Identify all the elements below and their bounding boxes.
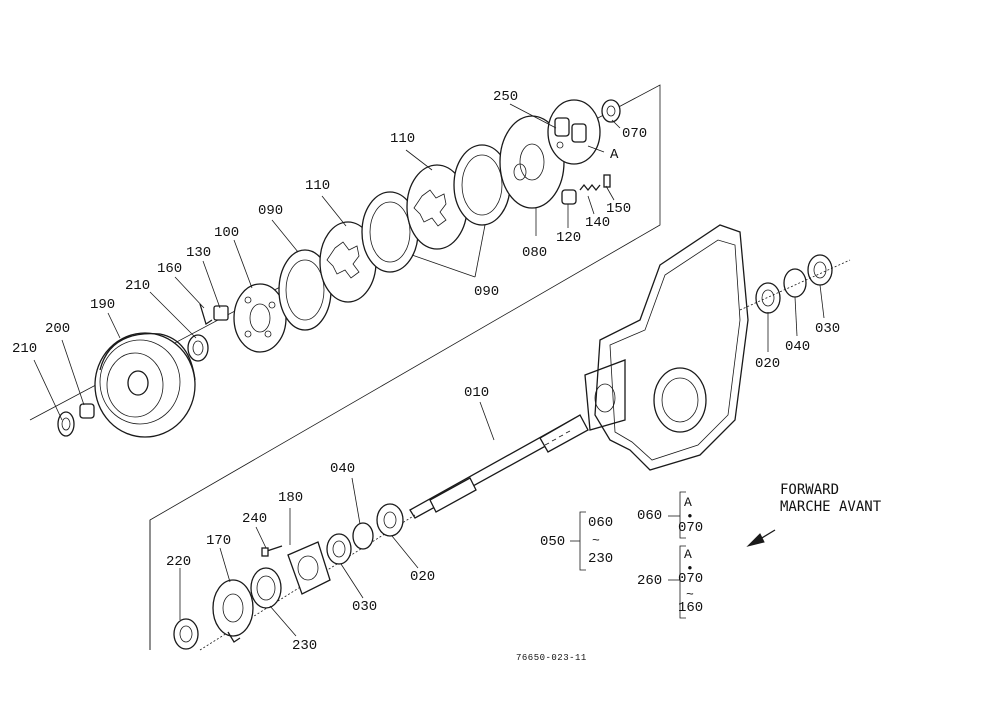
- part-150-pin: [603, 174, 611, 188]
- part-110-disc-a: [319, 221, 377, 303]
- label-090-b: 090: [474, 284, 500, 300]
- part-010-shaft: [409, 414, 589, 519]
- part-210-bearing-right: [187, 334, 209, 362]
- label-230: 230: [292, 638, 318, 654]
- part-220-bearing: [173, 618, 199, 650]
- part-110-disc-b: [406, 164, 468, 250]
- kit-260-wave: ~: [686, 587, 694, 602]
- part-200-collar: [79, 403, 95, 419]
- label-120: 120: [556, 230, 582, 246]
- label-090-a: 090: [258, 203, 284, 219]
- label-110-a: 110: [305, 178, 331, 194]
- direction-label: FORWARD MARCHE AVANT: [780, 482, 881, 516]
- kit-060-item-2: 070: [678, 520, 704, 536]
- part-020-bearing-left: [376, 503, 404, 537]
- label-140: 140: [585, 215, 611, 231]
- label-070-top: 070: [622, 126, 648, 142]
- label-010: 010: [464, 385, 490, 401]
- part-190-pulley: [94, 332, 196, 438]
- part-030-seal-left: [326, 533, 352, 565]
- kit-bracket-060: [668, 491, 686, 539]
- part-230-oil-seal: [250, 567, 282, 609]
- kit-050-wave: ~: [592, 533, 600, 548]
- drawing-number: 76650-023-11: [516, 653, 587, 663]
- kit-bracket-050: [570, 511, 586, 571]
- part-090-plate-a: [278, 249, 332, 331]
- label-110-b: 110: [390, 131, 416, 147]
- kit-060-item-1: A: [684, 495, 692, 510]
- kit-260-item-1: A: [684, 547, 692, 562]
- part-130-nut: [213, 305, 229, 321]
- part-210-bearing-left: [57, 411, 75, 437]
- label-080: 080: [522, 245, 548, 261]
- kit-060-id: 060: [637, 508, 663, 524]
- kit-050-item-1: 060: [588, 515, 614, 531]
- part-250-lever-plate: [547, 99, 601, 165]
- label-200: 200: [45, 321, 71, 337]
- label-a-top: A: [610, 147, 619, 163]
- part-160-pin: [199, 303, 213, 326]
- part-040-snap-ring-right: [783, 268, 807, 298]
- part-040-snap-ring-left: [352, 522, 374, 550]
- direction-line-1: FORWARD: [780, 482, 840, 498]
- label-020-left: 020: [410, 569, 436, 585]
- label-040-left: 040: [330, 461, 356, 477]
- forward-arrow-icon: [746, 529, 776, 547]
- part-020-bearing-right: [755, 282, 781, 314]
- part-120-plunger: [561, 189, 577, 205]
- label-030-right: 030: [815, 321, 841, 337]
- kit-260-item-3: 160: [678, 600, 704, 616]
- leader-lines: [33, 103, 825, 637]
- part-240-bolt: [261, 545, 283, 557]
- label-130: 130: [186, 245, 212, 261]
- label-030-left: 030: [352, 599, 378, 615]
- part-070-washer-top: [601, 99, 621, 123]
- kit-bracket-260: [668, 545, 686, 619]
- kit-050-item-2: 230: [588, 551, 614, 567]
- label-190: 190: [90, 297, 116, 313]
- part-180-flange: [287, 541, 331, 595]
- kit-060-dot: •: [686, 509, 694, 524]
- direction-line-2: MARCHE AVANT: [780, 499, 882, 515]
- label-240: 240: [242, 511, 268, 527]
- kit-050-id: 050: [540, 534, 566, 550]
- label-150: 150: [606, 201, 632, 217]
- kit-260-id: 260: [637, 573, 663, 589]
- label-210-left: 210: [12, 341, 38, 357]
- part-housing: [584, 224, 749, 471]
- part-170-plate: [212, 579, 254, 643]
- label-250: 250: [493, 89, 519, 105]
- part-090-plate-c: [453, 144, 511, 226]
- label-040-right: 040: [785, 339, 811, 355]
- label-180: 180: [278, 490, 304, 506]
- part-030-seal-right: [807, 254, 833, 286]
- label-170: 170: [206, 533, 232, 549]
- part-140-spring: [579, 183, 601, 192]
- kit-260-dot: •: [686, 561, 694, 576]
- kit-260-item-2: 070: [678, 571, 704, 587]
- label-100: 100: [214, 225, 240, 241]
- label-160: 160: [157, 261, 183, 277]
- label-020-right: 020: [755, 356, 781, 372]
- part-100-hub: [233, 283, 287, 353]
- label-210-right: 210: [125, 278, 151, 294]
- label-220: 220: [166, 554, 192, 570]
